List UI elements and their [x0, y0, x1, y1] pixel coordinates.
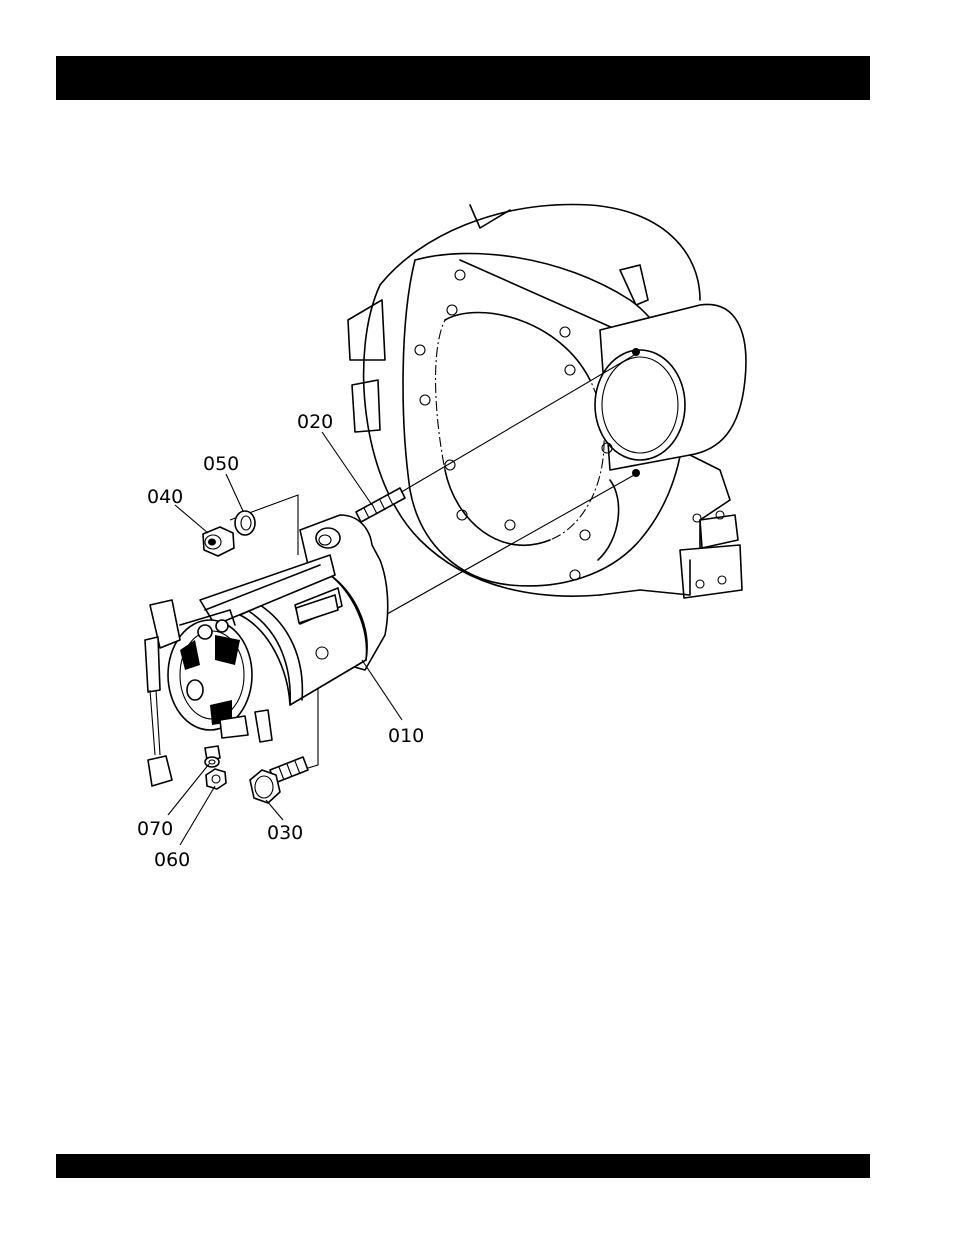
callout-030: 030 — [267, 822, 303, 844]
hex-nut — [203, 527, 234, 556]
starter-motor — [145, 515, 388, 786]
flywheel-housing — [348, 205, 746, 598]
callout-070: 070 — [137, 818, 173, 840]
callout-050: 050 — [203, 453, 239, 475]
callout-060: 060 — [154, 849, 190, 871]
hex-bolt — [250, 757, 308, 803]
lock-washer — [235, 511, 255, 535]
callout-040: 040 — [147, 486, 183, 508]
callout-010: 010 — [388, 725, 424, 747]
terminal-nut — [206, 769, 226, 789]
callout-020: 020 — [297, 411, 333, 433]
